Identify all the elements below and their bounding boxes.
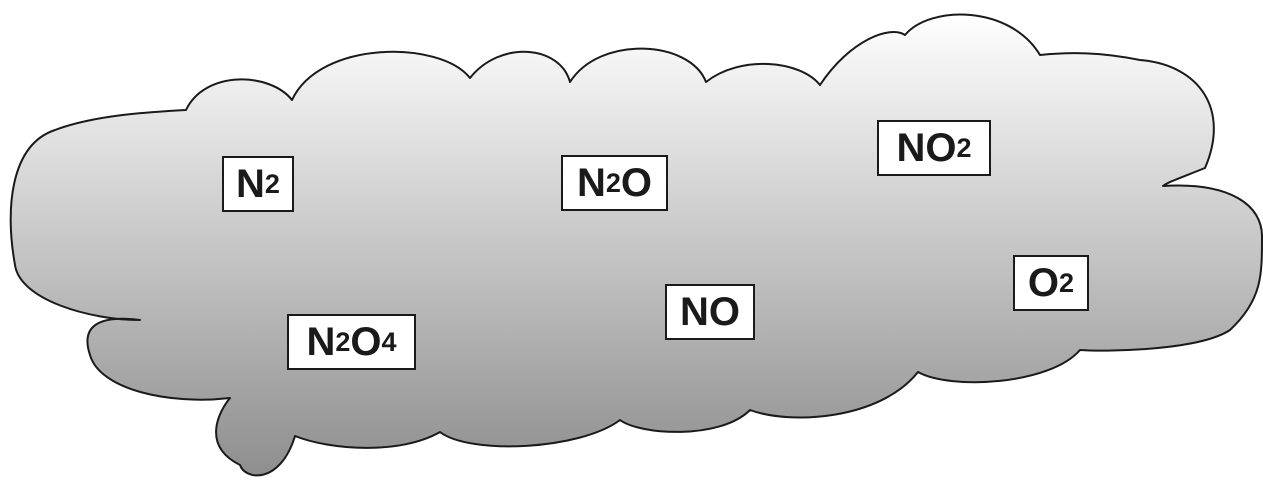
n2o-base-n: N (576, 161, 606, 205)
n2o-base-o: O (620, 161, 653, 205)
no2-base: NO (896, 126, 957, 170)
n2o4-base-n: N (306, 320, 336, 364)
o2-base: O (1027, 261, 1060, 305)
o2-subscript: 2 (1059, 267, 1075, 298)
n2o4-subscript-4: 4 (381, 326, 397, 357)
n2-base: N (236, 162, 265, 206)
n2o4-subscript-2: 2 (335, 326, 351, 357)
n2o4-base-o: O (350, 320, 382, 364)
n2-subscript: 2 (264, 168, 280, 199)
n2o-subscript: 2 (605, 167, 621, 198)
cloud-shape (9, 13, 1263, 477)
no-text: NO (680, 290, 740, 334)
molecule-no: NO (665, 284, 755, 340)
no2-subscript: 2 (956, 132, 972, 163)
